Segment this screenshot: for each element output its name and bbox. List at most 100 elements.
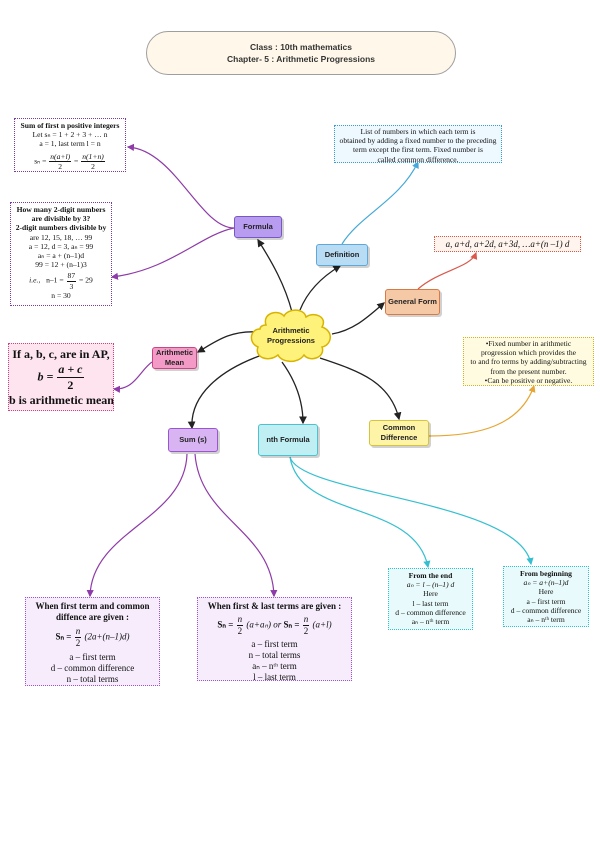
divisible-l6: aₙ = a + (n–1)d bbox=[37, 251, 85, 261]
divisible-l4: are 12, 15, 18, … 99 bbox=[29, 232, 93, 242]
from-end-l6: aₙ – nᵗʰ term bbox=[411, 617, 450, 627]
general-form-text: a, a+d, a+2d, a+3d, …a+(n –1) d bbox=[445, 239, 570, 249]
node-common-difference-label-1: Common bbox=[382, 423, 416, 432]
mean-num: a + c bbox=[57, 362, 84, 378]
node-general-form-label: General Form bbox=[388, 297, 437, 306]
divisible-f-den: 3 bbox=[69, 281, 74, 291]
center-cloud: Arithmetic Progressions bbox=[250, 309, 331, 363]
general-form-box: a, a+d, a+2d, a+3d, …a+(n –1) d bbox=[434, 236, 581, 252]
sum-first-n-l2: Let sₙ = 1 + 2 + 3 + … n bbox=[32, 130, 108, 140]
definition-l3: term except the first term. Fixed number… bbox=[353, 145, 483, 155]
from-begin-l5: d – common difference bbox=[510, 605, 582, 615]
sum-left-den: 2 bbox=[75, 638, 81, 648]
definition-l4: called common difference. bbox=[377, 154, 459, 164]
mean-b-eq: b = bbox=[37, 369, 57, 384]
wire-center-general bbox=[331, 302, 385, 335]
center-line-1: Arithmetic bbox=[272, 326, 309, 335]
sum-right-s2: Sₙ = bbox=[283, 619, 302, 630]
divisible-l9: n = 30 bbox=[51, 290, 71, 300]
node-nth-formula[interactable]: nth Formula bbox=[258, 424, 318, 456]
wire-center-sum bbox=[187, 354, 263, 430]
sum-right-d2: 2 bbox=[303, 626, 309, 636]
header-chapter: Chapter- 5 : Arithmetic Progressions bbox=[227, 54, 375, 64]
nth-from-beginning-box: From beginning aₙ = a+(n–1)d Here a – fi… bbox=[503, 566, 589, 627]
sum-right-n1: n bbox=[236, 614, 244, 626]
sum-right-t3: aₙ – nᵗʰ term bbox=[252, 661, 297, 671]
sum-left-s: Sₙ = bbox=[55, 631, 74, 642]
divisible-l5: a = 12, d = 3, aₙ = 99 bbox=[28, 241, 94, 251]
from-end-l2: aₙ = l – (n–1) d bbox=[406, 580, 455, 590]
divisible-l7: 99 = 12 + (n–1)3 bbox=[35, 260, 87, 270]
sum-first-n-formula: sₙ = n(a+l)2 = n(1+n)2 bbox=[15, 152, 125, 171]
node-general-form[interactable]: General Form bbox=[385, 289, 440, 315]
divisible-l1: How many 2-digit numbers bbox=[16, 205, 106, 214]
sum-right-t1: a – first term bbox=[251, 639, 298, 649]
common-diff-l1: •Fixed number in arithmetic bbox=[485, 339, 572, 348]
mean-l1: If a, b, c, are in AP, bbox=[12, 347, 110, 361]
page-header: Class : 10th mathematics Chapter- 5 : Ar… bbox=[146, 31, 456, 75]
divisible-l8b: = 29 bbox=[77, 275, 93, 285]
divisible-l2: are divisible by 3? bbox=[31, 214, 91, 224]
center-line-2: Progressions bbox=[267, 336, 315, 345]
from-begin-l2: aₙ = a+(n–1)d bbox=[523, 578, 569, 588]
node-sum[interactable]: Sum (s) bbox=[168, 428, 218, 452]
sum-right-s1: Sₙ = bbox=[217, 619, 236, 630]
sum-left-l1: When first term and common bbox=[35, 601, 150, 611]
node-formula[interactable]: Formula bbox=[234, 216, 282, 238]
wire-formula-divisible-box bbox=[110, 227, 235, 280]
node-common-difference-label-2: Difference bbox=[380, 433, 418, 442]
sum-right-d1: 2 bbox=[237, 626, 243, 636]
sum-first-n-box: Sum of first n positive integers Let sₙ … bbox=[14, 118, 126, 172]
wire-general-box bbox=[417, 251, 478, 290]
sum-first-n-f2-den: 2 bbox=[91, 161, 95, 171]
node-formula-label: Formula bbox=[243, 222, 273, 231]
sum-left-t1: a – first term bbox=[69, 652, 116, 662]
divisible-l3: 2-digit numbers divisible by bbox=[15, 223, 107, 233]
divisible-ie: i.e., bbox=[29, 275, 41, 285]
wire-center-common bbox=[319, 357, 402, 421]
node-sum-label: Sum (s) bbox=[179, 435, 207, 444]
sum-left-l2: diffence are given : bbox=[55, 612, 130, 622]
definition-l2: obtained by adding a fixed number to the… bbox=[339, 136, 497, 146]
node-nth-formula-label: nth Formula bbox=[266, 435, 310, 444]
common-diff-l5: •Can be positive or negative. bbox=[484, 375, 573, 385]
mean-den: 2 bbox=[67, 378, 74, 392]
sum-first-n-s-label: sₙ = bbox=[34, 156, 49, 166]
node-arithmetic-mean-label-1: Arithmetic bbox=[155, 348, 194, 357]
sum-right-e2: (a+l) bbox=[310, 619, 332, 630]
wire-mean-box bbox=[112, 361, 153, 393]
wire-center-nth bbox=[281, 361, 307, 425]
from-begin-l3: Here bbox=[538, 587, 554, 597]
sum-first-n-f1-den: 2 bbox=[58, 161, 63, 171]
node-common-difference[interactable]: Common Difference bbox=[369, 420, 429, 446]
wire-common-box bbox=[428, 384, 536, 437]
wire-sum-left bbox=[86, 453, 188, 598]
node-arithmetic-mean[interactable]: Arithmetic Mean bbox=[152, 347, 197, 369]
from-begin-l4: a – first term bbox=[526, 596, 566, 606]
sum-left-t3: n – total terms bbox=[66, 674, 119, 684]
node-arithmetic-mean-label-2: Mean bbox=[164, 358, 185, 367]
mean-l3: b is arithmetic mean bbox=[9, 393, 114, 407]
wire-formula-sum-box bbox=[126, 143, 235, 229]
sum-first-n-l3: a = 1, last term l = n bbox=[39, 139, 101, 149]
from-end-l3: Here bbox=[423, 589, 438, 599]
sum-first-n-eq: = bbox=[72, 156, 81, 166]
sum-right-l1: When first & last terms are given : bbox=[207, 601, 342, 611]
wire-center-definition bbox=[299, 265, 342, 311]
sum-first-n-f1-num: n(a+l) bbox=[49, 151, 72, 162]
divisible-example-box: How many 2-digit numbers are divisible b… bbox=[10, 202, 112, 306]
sum-right-t4: l – last term bbox=[253, 672, 296, 682]
sum-first-n-f2-num: n(1+n) bbox=[81, 151, 105, 162]
common-diff-l4: from the present number. bbox=[490, 366, 567, 376]
sum-right-e1: (a+aₙ) or bbox=[244, 619, 284, 630]
wire-center-mean bbox=[196, 331, 259, 353]
wire-nth-begin bbox=[289, 456, 534, 566]
sum-right-n2: n bbox=[302, 614, 310, 626]
sum-left-expr: (2a+(n–1)d) bbox=[82, 631, 130, 642]
node-definition[interactable]: Definition bbox=[316, 244, 368, 266]
